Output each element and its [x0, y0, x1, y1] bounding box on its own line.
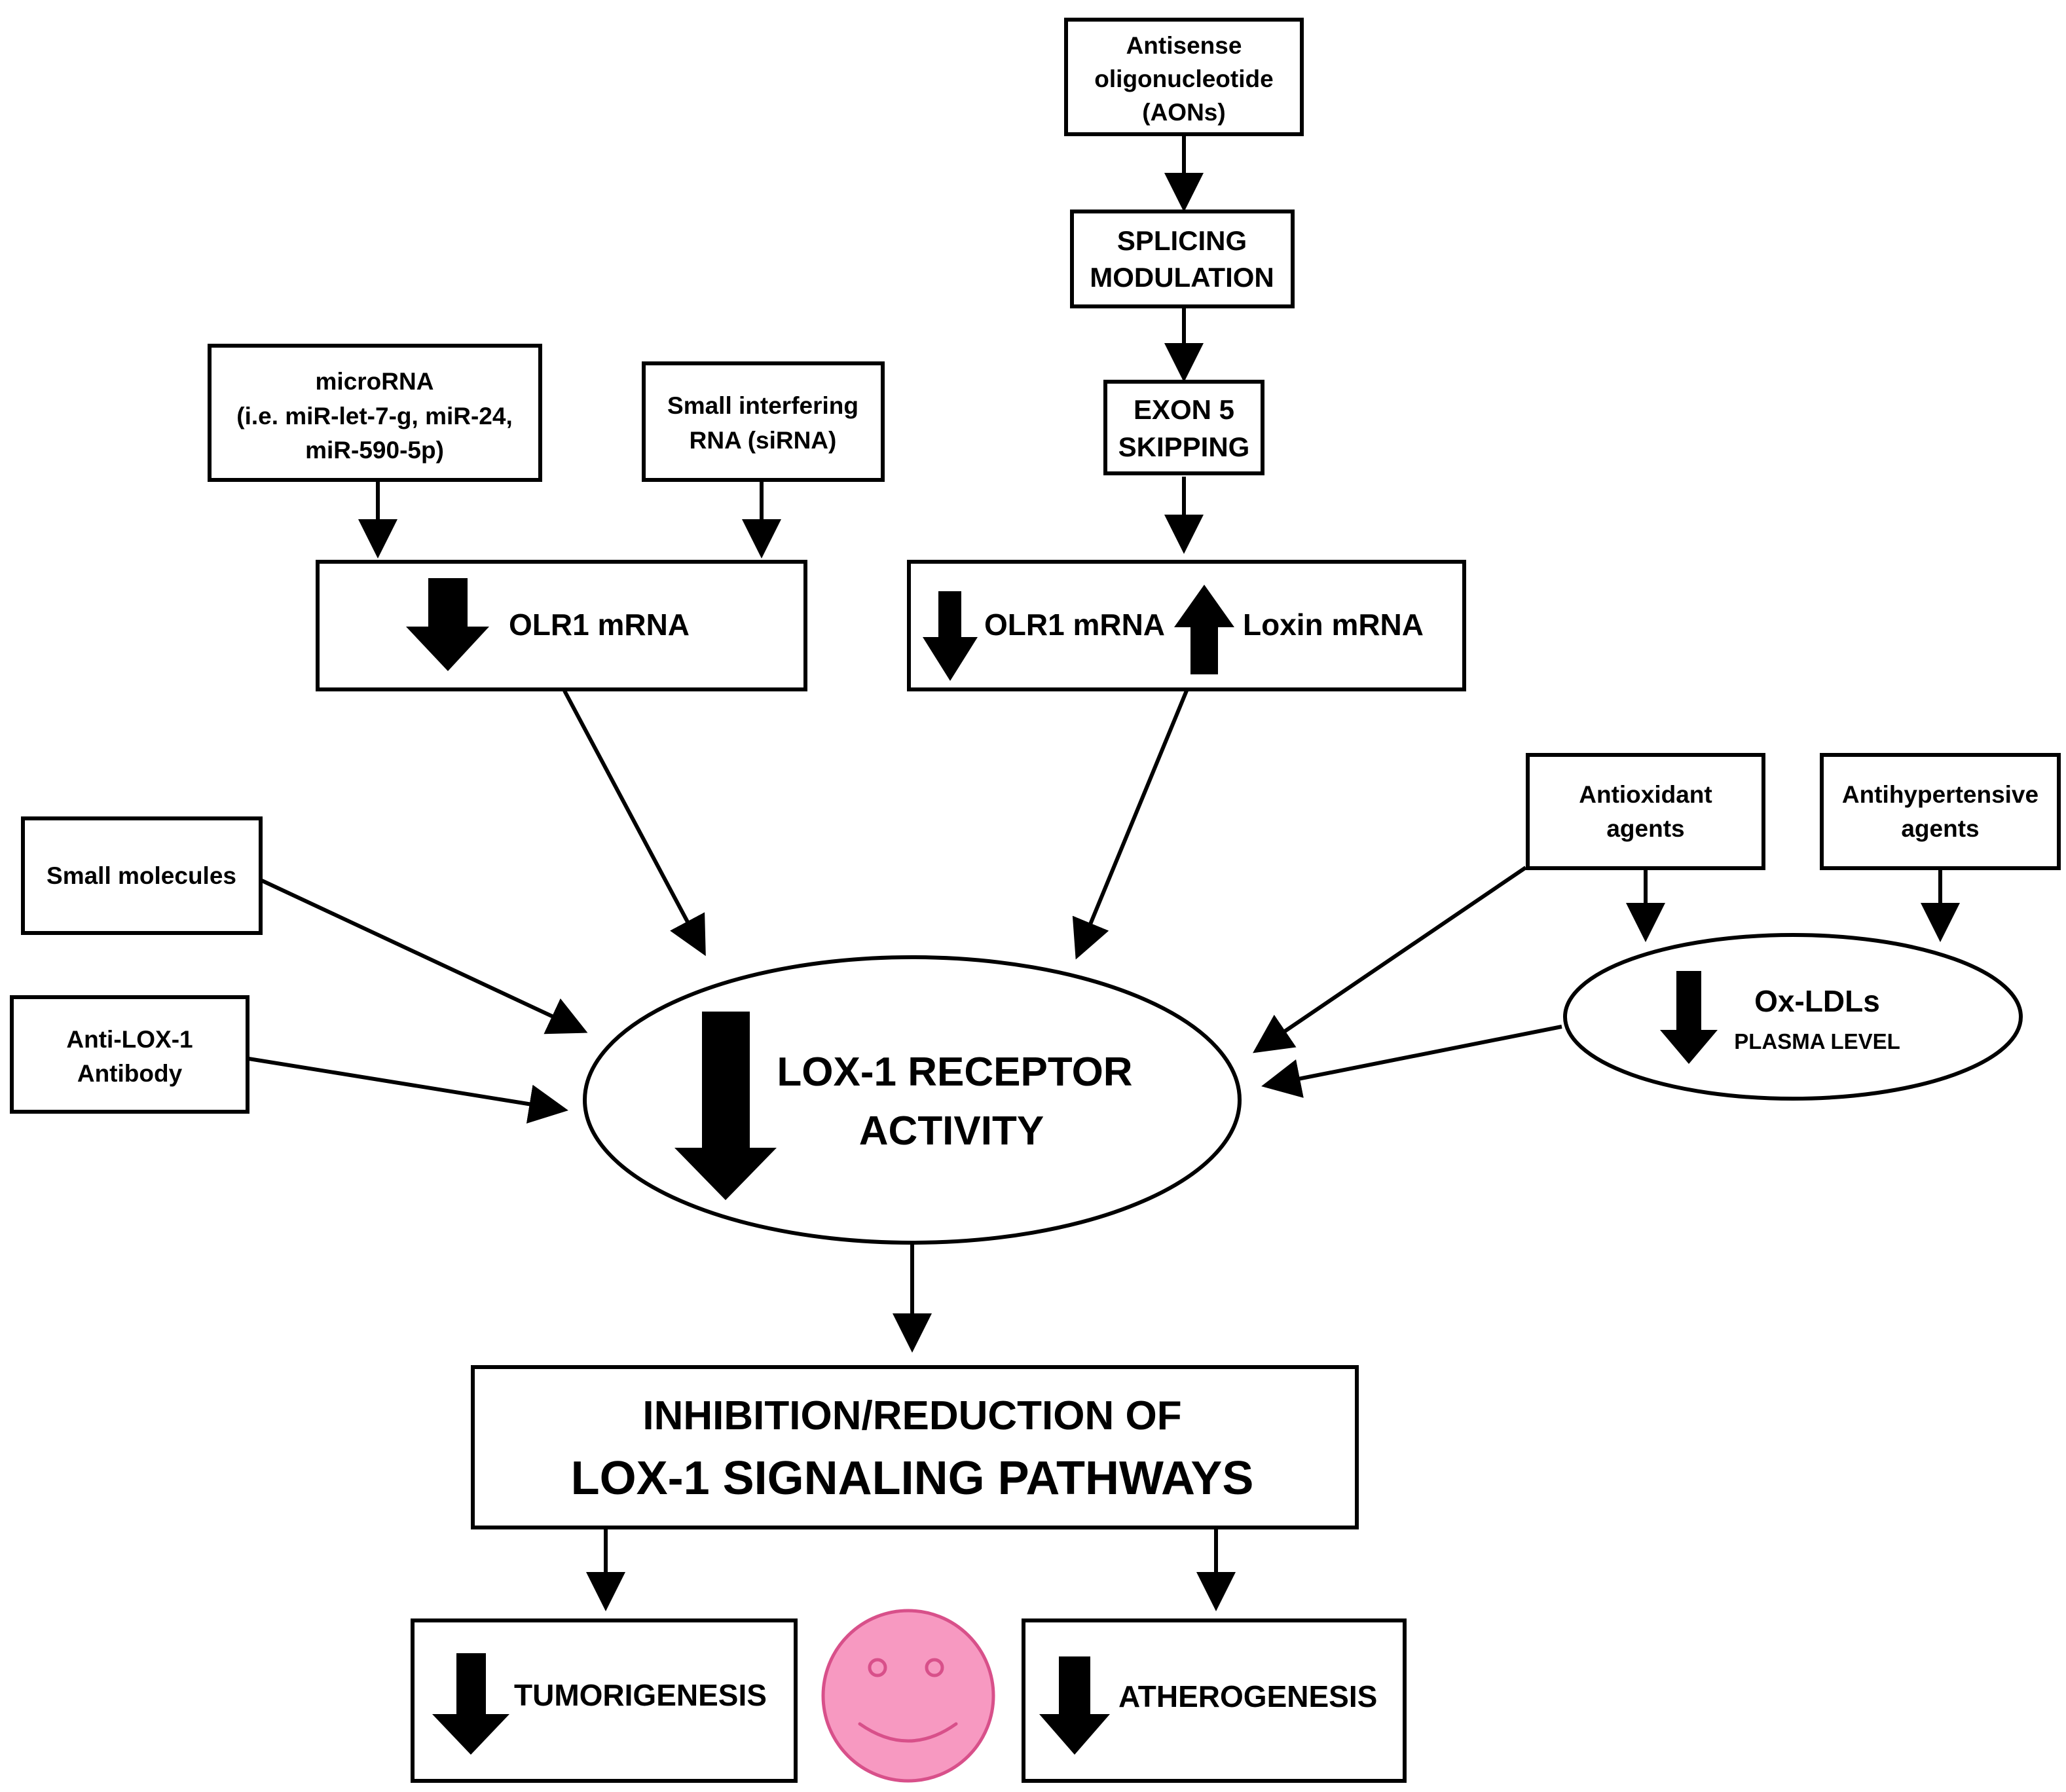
- loxin-mrna-label: Loxin mRNA: [1243, 608, 1424, 642]
- aon-label-line-3: (AONs): [1142, 99, 1225, 126]
- down-arrow-icon: [432, 1653, 509, 1755]
- down-arrow-icon: [406, 578, 489, 671]
- splicing-label-line-2: MODULATION: [1090, 262, 1274, 293]
- aon-label-line-2: oligonucleotide: [1094, 65, 1273, 92]
- olr1-loxin-box: OLR1 mRNA Loxin mRNA: [907, 560, 1466, 691]
- splicing-label-line-1: SPLICING: [1117, 225, 1247, 256]
- antihypertensive-label-line-2: agents: [1901, 815, 1979, 842]
- down-arrow-icon: [1660, 971, 1718, 1064]
- splicing-box: SPLICING MODULATION: [1070, 210, 1295, 308]
- aon-label-line-1: Antisense: [1126, 32, 1242, 59]
- microrna-box: microRNA (i.e. miR-let-7-g, miR-24, miR-…: [208, 344, 542, 482]
- olr1-mrna-label: OLR1 mRNA: [509, 608, 690, 642]
- lox1-label-line-1: LOX-1 RECEPTOR: [777, 1050, 1132, 1095]
- antioxidant-label-line-1: Antioxidant: [1579, 781, 1712, 808]
- olr1-mrna-label-right: OLR1 mRNA: [984, 608, 1165, 642]
- arrow-antibody-to-lox1: [248, 1057, 568, 1124]
- olr1-mrna-box: OLR1 mRNA: [316, 560, 807, 691]
- sirna-label-line-2: RNA (siRNA): [690, 427, 837, 454]
- atherogenesis-label: ATHEROGENESIS: [1118, 1679, 1377, 1713]
- antibody-label-line-2: Antibody: [77, 1060, 183, 1087]
- tumorigenesis-label: TUMORIGENESIS: [514, 1678, 767, 1712]
- small-molecules-label: Small molecules: [46, 862, 236, 889]
- antihypertensive-label-line-1: Antihypertensive: [1842, 781, 2038, 808]
- down-arrow-icon: [1039, 1656, 1110, 1755]
- antihypertensive-box: Antihypertensive agents: [1820, 753, 2061, 870]
- smiley-face-icon: [821, 1609, 995, 1783]
- atherogenesis-box: ATHEROGENESIS: [1022, 1618, 1407, 1783]
- connectors: [248, 136, 1960, 1611]
- oxldl-subtitle: PLASMA LEVEL: [1734, 1029, 1900, 1053]
- down-arrow-icon: [674, 1012, 777, 1200]
- antibody-label-line-1: Anti-LOX-1: [66, 1026, 193, 1053]
- small-molecules-box: Small molecules: [21, 816, 263, 935]
- inhibition-label-line-1: INHIBITION/REDUCTION OF: [642, 1393, 1181, 1438]
- exon5-label-line-2: SKIPPING: [1118, 431, 1250, 462]
- lox1-label-line-2: ACTIVITY: [859, 1108, 1044, 1154]
- exon5-label-line-1: EXON 5: [1134, 394, 1234, 425]
- lox1-ellipse: LOX-1 RECEPTOR ACTIVITY: [583, 955, 1242, 1245]
- up-arrow-icon: [1174, 585, 1234, 674]
- microrna-label-line-2: (i.e. miR-let-7-g, miR-24,: [236, 403, 512, 430]
- antioxidant-label-line-2: agents: [1606, 815, 1684, 842]
- arrow-small-molecules-to-lox1: [261, 879, 588, 1034]
- inhibition-box: INHIBITION/REDUCTION OF LOX-1 SIGNALING …: [471, 1365, 1359, 1529]
- inhibition-label-line-2: LOX-1 SIGNALING PATHWAYS: [571, 1452, 1254, 1505]
- arrow-olr1-loxin-to-lox1: [1072, 689, 1189, 960]
- microrna-label-line-3: miR-590-5p): [305, 437, 444, 464]
- exon5-box: EXON 5 SKIPPING: [1103, 380, 1264, 475]
- antioxidant-box: Antioxidant agents: [1526, 753, 1765, 870]
- sirna-box: Small interfering RNA (siRNA): [642, 361, 885, 482]
- arrow-antioxidant-to-lox1: [1253, 866, 1527, 1053]
- oxldl-title: Ox-LDLs: [1754, 984, 1880, 1018]
- arrow-oxldl-to-lox1: [1261, 1025, 1562, 1098]
- arrow-olr1-to-lox1: [563, 689, 706, 957]
- down-arrow-icon: [923, 591, 978, 681]
- antibody-box: Anti-LOX-1 Antibody: [10, 995, 249, 1114]
- oxldl-ellipse: Ox-LDLs PLASMA LEVEL: [1563, 933, 2023, 1101]
- sirna-label-line-1: Small interfering: [667, 392, 858, 419]
- tumorigenesis-box: TUMORIGENESIS: [411, 1618, 798, 1783]
- aon-box: Antisense oligonucleotide (AONs): [1064, 18, 1304, 136]
- microrna-label-line-1: microRNA: [316, 368, 434, 395]
